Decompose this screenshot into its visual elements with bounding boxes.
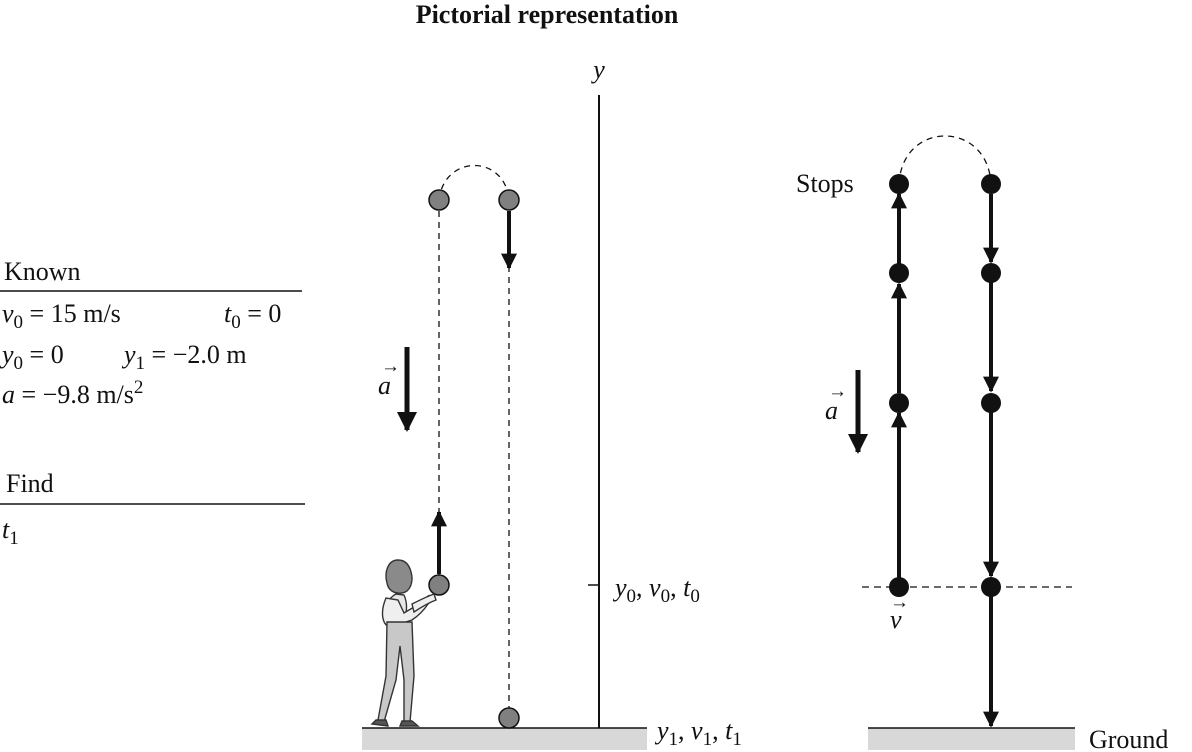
known-y1-line: y1 = −2.0 m: [121, 340, 247, 374]
find-header: Find: [6, 469, 54, 498]
ball-top-right: [498, 189, 520, 211]
dot-down-3: [981, 393, 1001, 413]
motion-diagram-right: Ground Stops a → v: [796, 135, 1168, 752]
known-panel: Known v0 = 15 m/s t0 = 0 y0 = 0 y1 = −2.…: [0, 257, 302, 409]
dot-up-4: [889, 174, 909, 194]
accel-label-right: a: [825, 396, 838, 425]
stops-label: Stops: [796, 169, 854, 198]
person-throwing-ball-icon: [370, 559, 437, 727]
turnaround-arc: [898, 135, 992, 185]
known-y0-line: y0 = 0: [0, 340, 64, 374]
page-title: Pictorial representation: [416, 0, 679, 29]
final-state-label: y1, v1, t1: [654, 716, 742, 750]
ball-ground: [498, 707, 520, 729]
ground-left: [362, 728, 647, 750]
dot-up-1: [889, 577, 909, 597]
dot-up-2: [889, 393, 909, 413]
dot-down-2: [981, 263, 1001, 283]
known-t0-value: 0: [268, 299, 281, 328]
dot-up-3: [889, 263, 909, 283]
find-panel: Find t1: [0, 469, 305, 549]
known-v0-line: v0 = 15 m/s: [2, 299, 121, 333]
velocity-vector-icon: v →: [890, 592, 909, 634]
known-y1-value: −2.0 m: [173, 340, 247, 369]
known-v0-value: 15 m/s: [51, 299, 121, 328]
y-axis-label: y: [590, 55, 605, 84]
initial-state-label: y0, v0, t0: [612, 573, 700, 607]
acceleration-vector-icon: a →: [378, 347, 417, 432]
find-t1: t1: [2, 515, 19, 549]
velocity-label: v: [890, 605, 902, 634]
known-y0-value: 0: [51, 340, 64, 369]
ball-top-left: [428, 189, 450, 211]
known-a-value: −9.8 m/s: [43, 380, 134, 409]
velocity-vec-mark: →: [890, 592, 909, 613]
accel-vec-mark-left: →: [381, 356, 400, 377]
acceleration-vector-icon: a →: [825, 370, 868, 454]
dot-down-4: [981, 577, 1001, 597]
accel-vec-mark-right: →: [828, 381, 847, 402]
ground-label: Ground: [1089, 725, 1168, 752]
pictorial-left: y y0, v0, t0 y1, v1, t1 a →: [362, 55, 742, 750]
path-top-arc: [438, 165, 510, 201]
dot-down-1: [981, 174, 1001, 194]
ball-launch: [428, 574, 450, 596]
accel-label-left: a: [378, 371, 391, 400]
known-a-line: a = −9.8 m/s2: [2, 377, 143, 409]
known-header: Known: [4, 257, 81, 286]
known-t0-line: t0 = 0: [224, 299, 281, 333]
ground-right: [868, 728, 1075, 750]
